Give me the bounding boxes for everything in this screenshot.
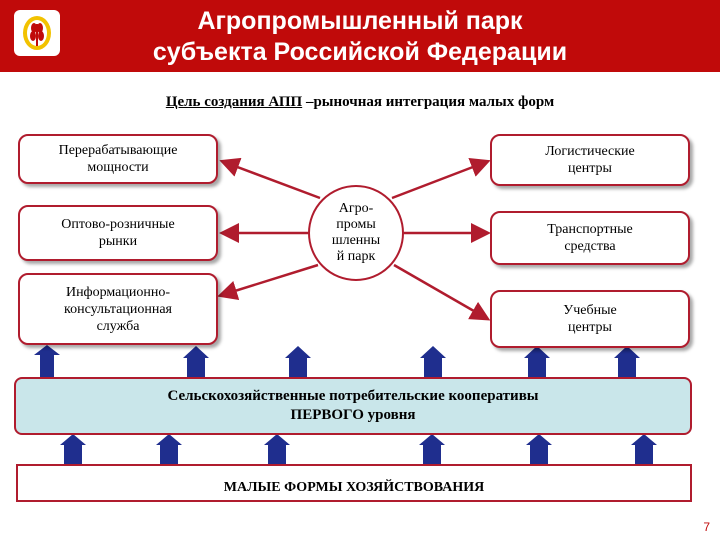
coop-line-2: ПЕРВОГО уровня xyxy=(290,407,416,423)
goal-statement: Цель создания АПП –рыночная интеграция м… xyxy=(0,94,720,111)
goal-prefix: Цель создания АПП xyxy=(165,94,303,110)
up-arrow xyxy=(524,346,550,377)
up-arrow xyxy=(264,434,290,464)
up-arrow xyxy=(183,346,209,377)
arrow-to-logistics xyxy=(391,158,491,200)
wheat-emblem-icon xyxy=(14,10,60,56)
small-forms-label: МАЛЫЕ ФОРМЫ ХОЗЯЙСТВОВАНИЯ xyxy=(223,480,485,495)
box-wholesale-markets: Оптово-розничные рынки xyxy=(18,205,218,261)
up-arrow xyxy=(526,434,552,464)
title-line-2: субъекта Российской Федерации xyxy=(152,38,568,66)
up-arrow xyxy=(420,346,446,377)
box-label: Оптово-розничные рынки xyxy=(61,217,175,249)
box-label: Учебные центры xyxy=(563,303,617,335)
box-label: Перерабатывающие мощности xyxy=(58,143,178,175)
up-arrow xyxy=(419,434,445,464)
page-number: 7 xyxy=(703,520,710,534)
small-forms-box: МАЛЫЕ ФОРМЫ ХОЗЯЙСТВОВАНИЯ xyxy=(16,464,692,502)
arrow-to-info-service xyxy=(217,263,319,301)
up-arrow xyxy=(60,434,86,464)
box-education-centers: Учебные центры xyxy=(490,290,690,348)
up-arrow xyxy=(285,346,311,377)
upward-arrows-lower xyxy=(60,434,657,464)
box-processing-capacities: Перерабатывающие мощности xyxy=(18,134,218,184)
box-label: Транспортные средства xyxy=(547,222,633,254)
goal-text: –рыночная интеграция малых форм xyxy=(302,94,555,110)
agro-park-center: Агро- промы шленны й парк xyxy=(308,185,404,281)
box-transport: Транспортные средства xyxy=(490,211,690,265)
upward-arrows-upper xyxy=(34,345,640,377)
center-label: Агро- промы шленны й парк xyxy=(331,201,381,264)
arrow-to-processing xyxy=(219,157,321,200)
cooperatives-level-1: Сельскохозяйственные потребительские коо… xyxy=(14,377,692,435)
up-arrow xyxy=(614,346,640,377)
slide-title: Агропромышленный парк субъекта Российско… xyxy=(70,6,650,68)
up-arrow xyxy=(34,345,60,377)
box-label: Информационно- консультационная служба xyxy=(64,284,172,334)
box-logistics-centers: Логистические центры xyxy=(490,134,690,186)
up-arrow xyxy=(156,434,182,464)
coop-line-1: Сельскохозяйственные потребительские коо… xyxy=(167,388,539,404)
box-info-consulting-service: Информационно- консультационная служба xyxy=(18,273,218,345)
arrow-to-education xyxy=(393,263,491,321)
header-bar: Агропромышленный парк субъекта Российско… xyxy=(0,0,720,72)
box-label: Логистические центры xyxy=(545,144,635,176)
up-arrow xyxy=(631,434,657,464)
title-line-1: Агропромышленный парк xyxy=(197,7,523,35)
